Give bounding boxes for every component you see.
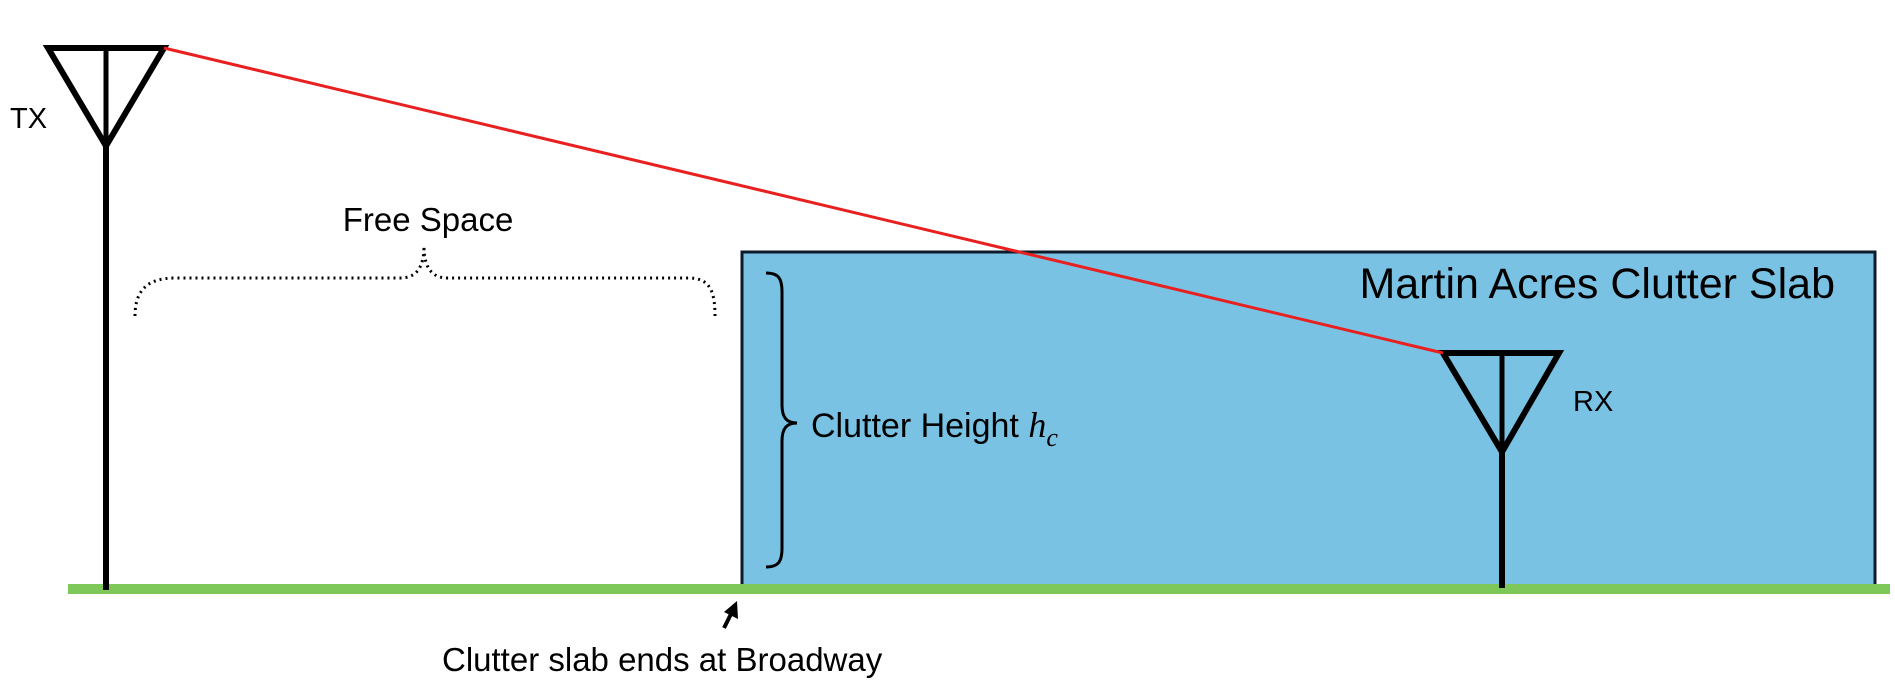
slab-end-arrow-icon [722, 601, 738, 629]
free-space-label: Free Space [343, 201, 514, 238]
clutter-height-text: Clutter Height [811, 407, 1028, 445]
clutter-height-symbol: h [1028, 405, 1046, 445]
rx-label: RX [1573, 386, 1613, 418]
tx-label: TX [10, 103, 47, 135]
rx-antenna-icon [1437, 350, 1565, 588]
clutter-height-brace [765, 271, 798, 569]
clutter-height-subscript: c [1046, 423, 1058, 452]
free-space-brace [133, 245, 717, 317]
tx-antenna-icon [42, 45, 170, 590]
slab-title: Martin Acres Clutter Slab [1359, 260, 1835, 308]
slab-end-note: Clutter slab ends at Broadway [442, 641, 883, 678]
clutter-height-label: Clutter Height hc [811, 405, 1058, 452]
clutter-slab [740, 250, 1877, 589]
ray-path [163, 46, 1444, 355]
